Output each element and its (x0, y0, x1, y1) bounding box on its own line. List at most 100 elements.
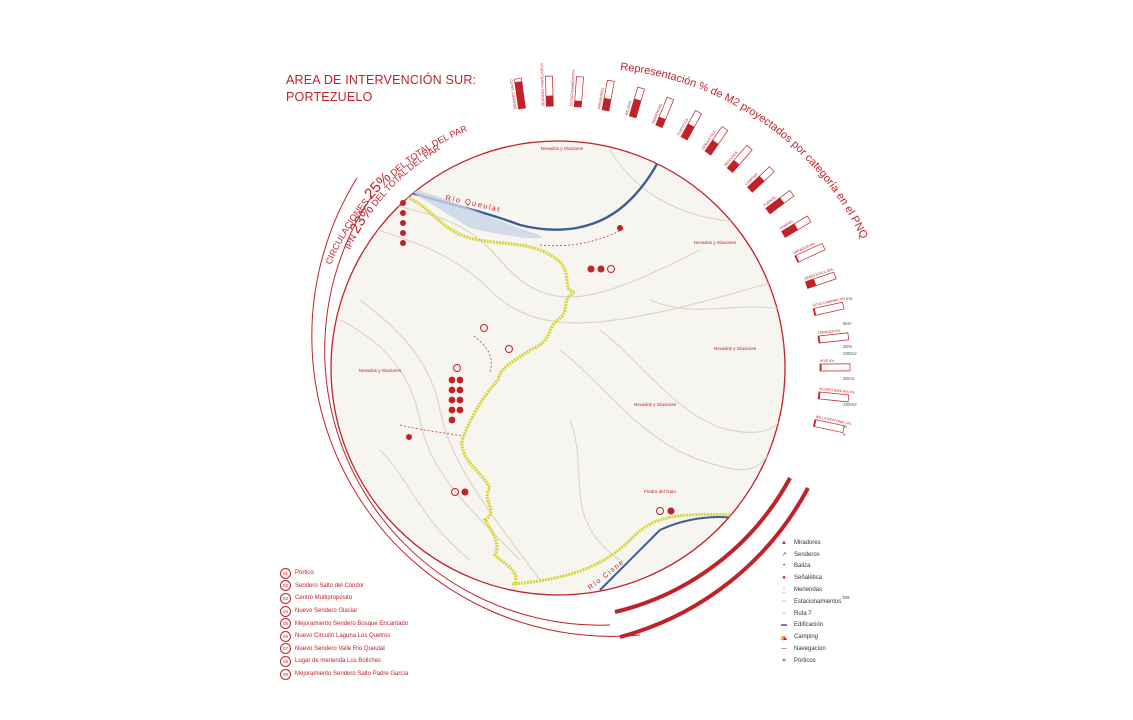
senaletica-icon: ● (782, 575, 786, 582)
category-bar-fill (794, 255, 800, 263)
legend-item-label: Mejoramiento Sendero Salto Padre García (295, 671, 409, 678)
category-bar-label: SENDERO SALTO (509, 79, 517, 110)
legend-symbol-item: ┄ Estacionamientos (778, 596, 841, 608)
legend-symbol-label: Señalética (794, 575, 823, 582)
category-bar-fill (805, 278, 817, 289)
category-bar: REFUGIOS (723, 144, 753, 174)
legend-item-number: 09 (280, 668, 291, 680)
label-nevados-4: Nevados y Glaciares (359, 368, 402, 373)
category-bar-fill (704, 140, 719, 156)
category-bar-fill (818, 391, 821, 400)
route-7-south (511, 512, 734, 586)
category-bar-fill (629, 98, 642, 118)
category-bar: VALLA PEATONAL 0% (813, 415, 853, 434)
trails (399, 227, 626, 437)
category-bar: VIVE 0% (819, 359, 851, 372)
category-bar: MIRADORES (597, 79, 615, 112)
legend-item-label: Mejoramiento Sendero Bosque Encantado (295, 620, 409, 627)
category-bar: PUENTE (763, 189, 795, 215)
mirador-icon: ▲ (781, 539, 787, 546)
legend-symbols: ▲ Miradores ↗ Senderos •Baliza ● Señalética ⋮ Me… (778, 537, 841, 667)
label-nevados-5: Nevados y Glaciares (634, 402, 677, 407)
legend-symbol-item: ⋮ Meriendas (778, 584, 841, 596)
category-bar: SENDERO PORTEZUELO (540, 63, 554, 107)
category-bar: MIRADOR 0% (793, 241, 826, 263)
legend-item-label: Nuevo Sendero Valle Río Queulat (295, 645, 385, 652)
category-bar: MERIENDAS (651, 96, 675, 129)
legend-symbol-label: Meriendas (794, 587, 823, 594)
outer-arc-thin-2 (324, 195, 611, 626)
legend-item-label: Nuevo Sendero Glaciar (295, 608, 358, 615)
category-bar-fill (818, 335, 821, 344)
legend-symbol-label: Estacionamientos (794, 598, 842, 605)
outer-arc-thick-2 (614, 477, 792, 614)
legend-symbol-item: ✕Pórticos (778, 655, 841, 667)
legend-item: 09 Mejoramiento Sendero Salto Padre Garcí… (280, 668, 408, 681)
legend-symbol-item: •Baliza (778, 561, 841, 573)
legend-item: 07 Nuevo Sendero Valle Río Queulat (280, 643, 408, 656)
side-value-1: m2 (846, 296, 853, 301)
category-bar-label: MIRADORES (597, 87, 605, 110)
title-line-1: AREA DE INTERVENCIÓN SUR: (286, 73, 477, 87)
category-bar-label: VIVE 0% (820, 359, 835, 363)
legend-item-number: 05 (280, 618, 291, 630)
ruta-icon: ━ (782, 611, 786, 618)
category-bar-fill (546, 95, 554, 107)
estacionamiento-icon: ┄ (782, 599, 786, 606)
category-bar-frame (819, 363, 851, 372)
camping-icon: ⛺ (780, 634, 788, 641)
sendero-icon: ↗ (781, 552, 787, 559)
legend-symbol-label: Navegacion (794, 646, 826, 653)
label-piedra-del-gato: Piedra del Gato (644, 489, 676, 494)
category-bar-label: BALIZAS (624, 100, 632, 116)
category-bar: BALIZAS (624, 86, 645, 119)
title-line-2: PORTEZUELO (286, 90, 373, 104)
side-value-6: 150m2 (843, 402, 857, 407)
legend-item-number: 06 (280, 630, 291, 642)
category-bar: SEÑALETICA (700, 125, 729, 156)
category-bar-label: SITIO CAMPING 0% (812, 296, 846, 307)
river-cisne (599, 516, 733, 591)
navegacion-icon: — (781, 646, 787, 653)
side-value-4: 200m2 (843, 351, 857, 356)
label-nevados-3: Nevados y Glaciares (714, 346, 757, 351)
legend-item-number: 08 (280, 655, 291, 667)
outer-arc-thick-1 (619, 487, 810, 639)
legend-symbol-label: Edificación (794, 622, 824, 629)
outer-arc-thin-1 (311, 177, 641, 637)
legend-symbol-label: Miradores (794, 539, 821, 546)
side-value-7: % (843, 424, 847, 429)
river-queulat-bank (402, 186, 542, 239)
category-bar-label: ACOPIO BASURA 0% (819, 387, 856, 395)
category-bar-fill (819, 363, 822, 371)
side-value-5: 30m2 (843, 376, 855, 381)
legend-item-label: Pórtico (295, 570, 314, 577)
side-value-8: 0 (843, 432, 846, 437)
category-bar-fill (514, 81, 526, 109)
legend-symbol-label: Ruta 7 (794, 610, 812, 617)
category-bar: SENDERO SALTO (509, 77, 526, 110)
category-bar: SITIO CAMPING 0% (812, 296, 846, 316)
legend-symbol-item: ▬ Edificación (778, 620, 841, 632)
category-bar-fill (747, 175, 765, 193)
edificacion-icon: ▬ (781, 622, 787, 629)
legend-item: 05 Mejoramiento Sendero Bosque Encantado (280, 617, 408, 630)
legend-symbol-label: Senderos (794, 551, 820, 558)
legend-item-number: 07 (280, 643, 291, 655)
category-bar: TERRAZA 0% (818, 329, 850, 344)
category-bar-frame (812, 301, 845, 316)
stray-text: tos (843, 595, 850, 601)
label-nevados-2: Nevados y Glaciares (694, 240, 737, 245)
legend-item-number: 03 (280, 592, 291, 604)
category-bar-fill (765, 197, 785, 214)
merienda-icon: ⋮ (781, 587, 787, 594)
category-bar-fill (813, 419, 817, 427)
legend-item-number: 02 (280, 580, 291, 592)
legend-symbol-item: ● Señalética (778, 572, 841, 584)
category-bar: ACOPIO BASURA 0% (817, 387, 856, 403)
category-bar-fill (574, 100, 582, 108)
terrain-contours (331, 149, 785, 581)
